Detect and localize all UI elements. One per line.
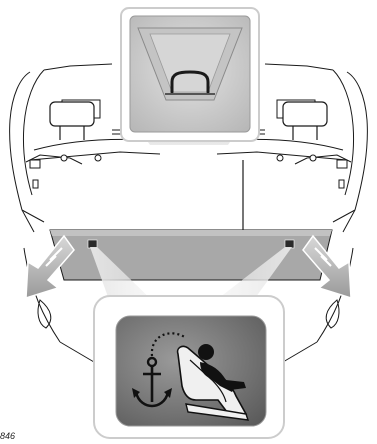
figure-reference-code: 846 [0,431,15,442]
left-anchor-marker [88,240,97,248]
right-anchor-marker [285,240,294,248]
rear-load-panel [50,230,332,280]
bottom-callout [94,296,284,438]
left-headrest [50,102,94,140]
seatback-clips [30,155,347,188]
right-headrest [283,102,327,140]
top-callout [121,8,259,141]
